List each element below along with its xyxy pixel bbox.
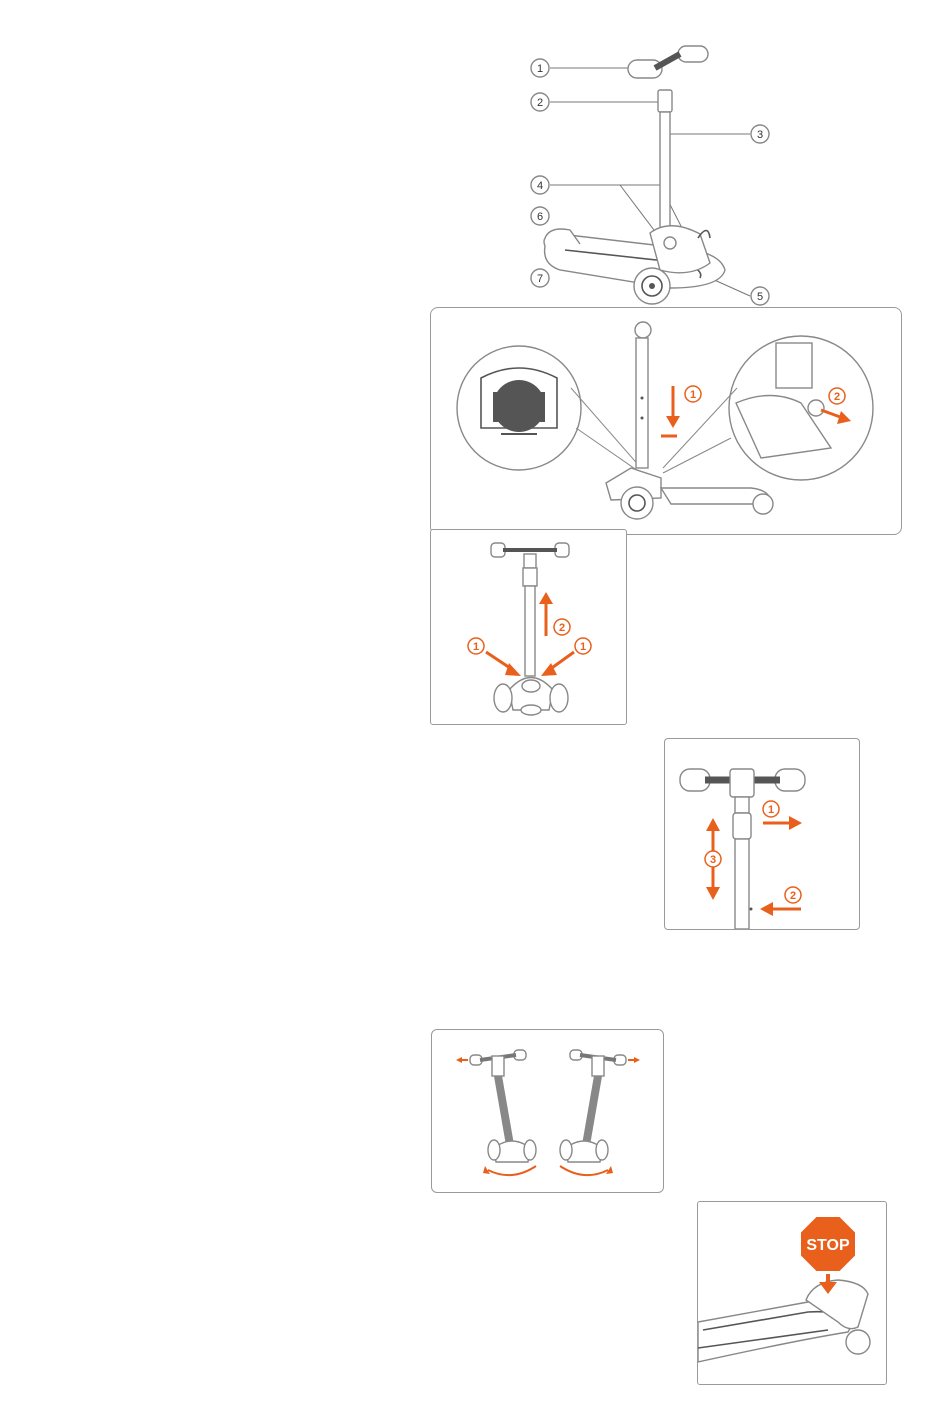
- callout-7: 7: [531, 269, 549, 287]
- unfold-step-1-right-arrow: 1: [541, 638, 591, 676]
- svg-text:6: 6: [537, 211, 543, 223]
- unfold-step-1-left-arrow: 1: [468, 638, 521, 676]
- callout-1: 1: [531, 59, 549, 77]
- parts-diagram: 1 2 3 4 5 6 7: [520, 38, 790, 308]
- svg-text:1: 1: [768, 804, 774, 816]
- svg-text:2: 2: [537, 97, 543, 109]
- callout-4: 4: [531, 176, 549, 194]
- svg-text:4: 4: [537, 180, 543, 192]
- callout-6: 6: [531, 207, 549, 225]
- svg-text:3: 3: [757, 129, 763, 141]
- svg-text:1: 1: [473, 641, 479, 653]
- steer-left-scooter: [456, 1050, 536, 1175]
- height-step-1-arrow: 1: [763, 801, 802, 830]
- callout-3: 3: [751, 125, 769, 143]
- callout-5: 5: [751, 287, 769, 305]
- callout-2: 2: [531, 93, 549, 111]
- svg-text:1: 1: [580, 641, 586, 653]
- stop-sign-icon: STOP: [800, 1216, 856, 1272]
- svg-text:STOP: STOP: [806, 1237, 850, 1254]
- svg-text:2: 2: [834, 391, 840, 403]
- svg-text:5: 5: [757, 291, 763, 303]
- steer-right-scooter: [560, 1050, 640, 1175]
- height-adjust-panel: 1 2 3: [664, 738, 860, 930]
- steering-panel: [431, 1029, 664, 1193]
- svg-text:2: 2: [559, 622, 565, 634]
- fold-diagram-panel: 1 2: [430, 307, 902, 535]
- svg-text:1: 1: [537, 63, 543, 75]
- unfold-step-2-arrow: 2: [539, 592, 570, 636]
- height-step-2-arrow: 2: [760, 887, 801, 916]
- svg-text:7: 7: [537, 273, 543, 285]
- height-step-3-arrow: 3: [705, 818, 721, 900]
- svg-text:1: 1: [690, 389, 696, 401]
- svg-text:2: 2: [790, 890, 796, 902]
- svg-text:3: 3: [710, 854, 716, 866]
- unfold-diagram-panel: 1 1 2: [430, 529, 627, 725]
- brake-panel: STOP: [697, 1201, 887, 1385]
- fold-step-1-arrow: 1: [661, 386, 701, 436]
